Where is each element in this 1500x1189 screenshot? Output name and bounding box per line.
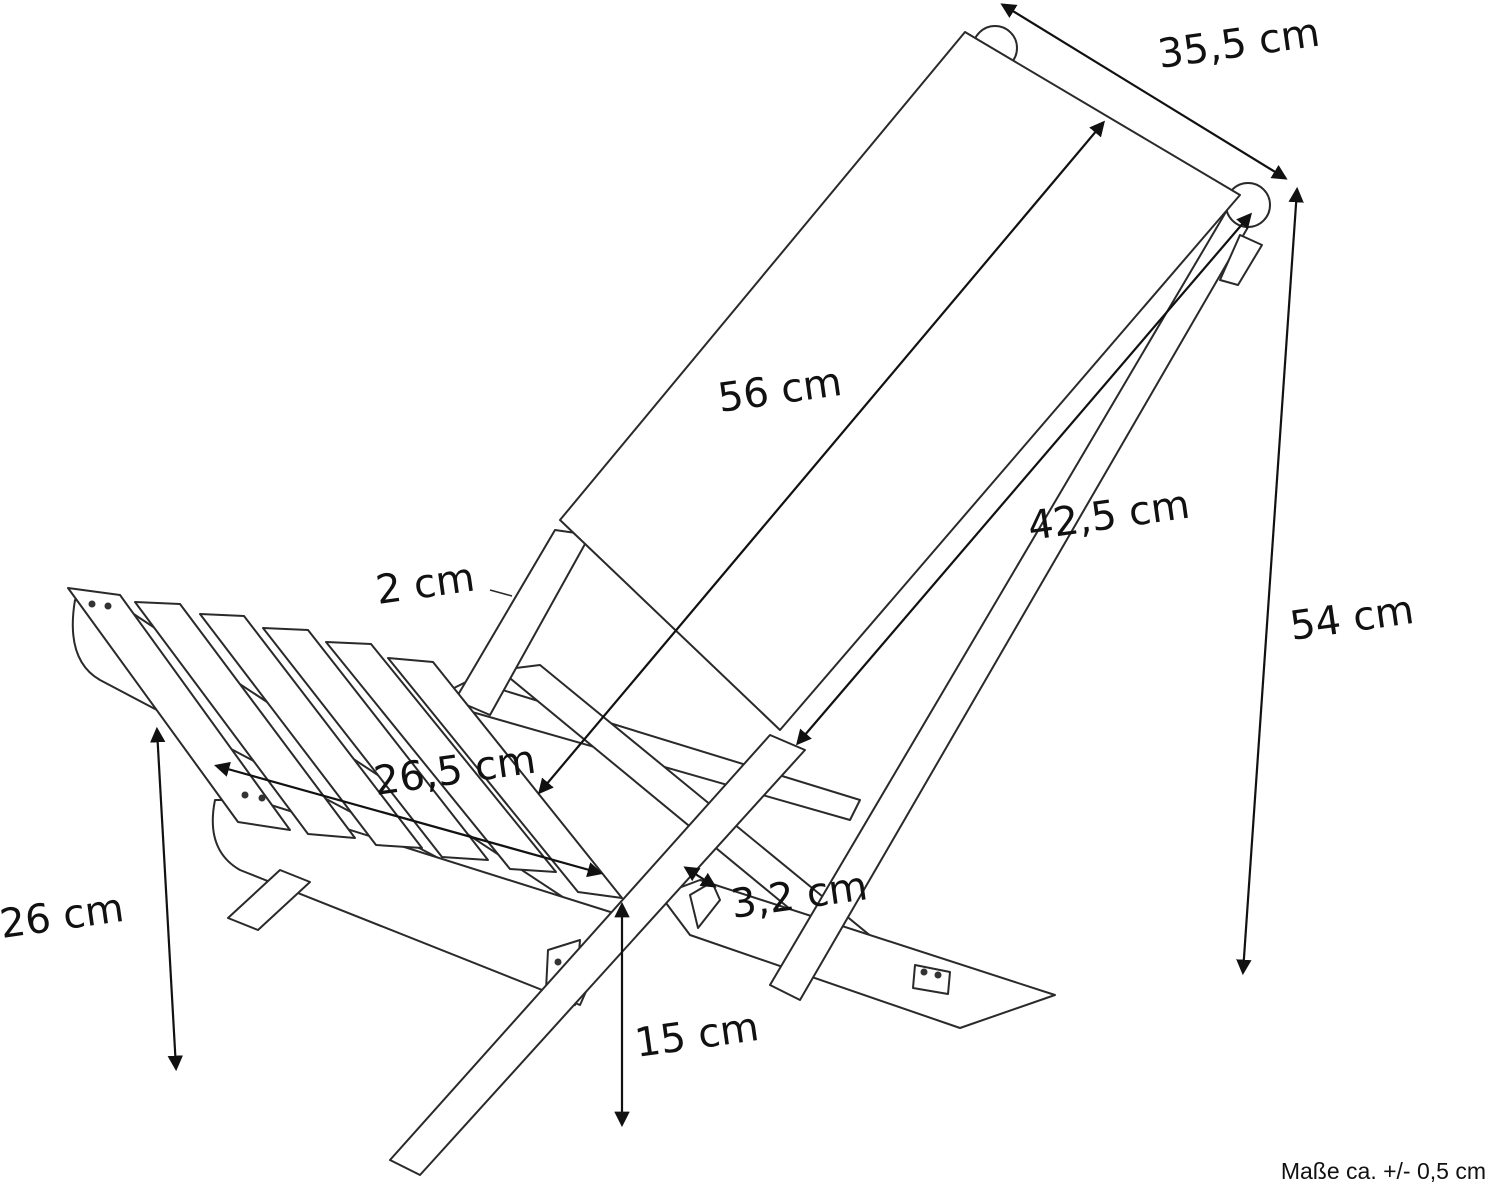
leg-width-arrow bbox=[683, 866, 717, 888]
front-leg-stub bbox=[227, 869, 311, 931]
total-height-arrow bbox=[1236, 186, 1304, 976]
top-width-arrow bbox=[1000, 3, 1288, 180]
frame-thickness-tick bbox=[489, 589, 513, 597]
dim-label-total-height: 54 cm bbox=[1287, 587, 1417, 650]
tolerance-note: Maße ca. +/- 0,5 cm bbox=[1281, 1158, 1486, 1184]
seat-height-arrow bbox=[150, 726, 183, 1072]
dimension-lines bbox=[150, 3, 1304, 1128]
dim-label-top-width: 35,5 cm bbox=[1155, 10, 1323, 78]
seat-depth-arrow bbox=[214, 761, 603, 878]
dim-label-frame-thickness: 2 cm bbox=[373, 555, 478, 614]
dim-label-seat-height: 26 cm bbox=[0, 885, 127, 948]
side-length-arrow bbox=[795, 212, 1253, 746]
dim-label-front-height: 15 cm bbox=[632, 1004, 762, 1067]
dim-label-side-length: 42,5 cm bbox=[1025, 482, 1193, 550]
